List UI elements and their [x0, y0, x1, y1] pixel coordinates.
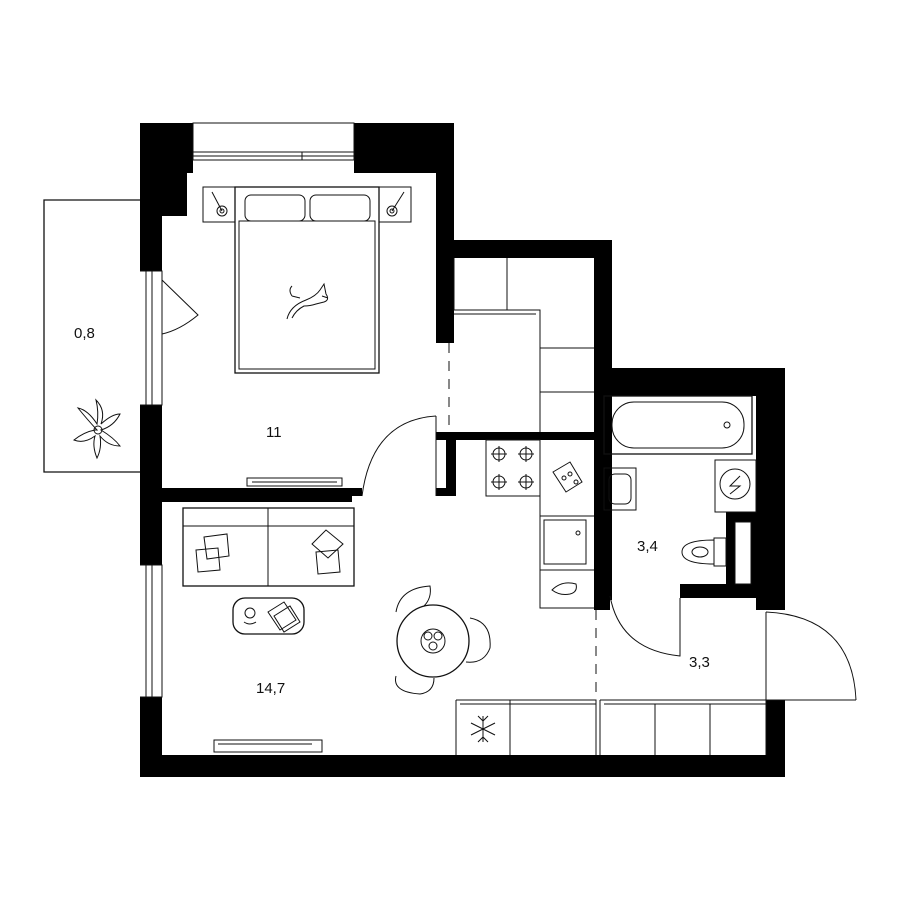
kitchen-cabinets — [453, 258, 594, 432]
tv-icon — [213, 739, 323, 753]
washing-machine-icon — [714, 459, 757, 513]
bathroom-area-label: 3,4 — [637, 538, 658, 555]
door-icon — [161, 279, 199, 335]
snowflake-icon — [470, 715, 496, 743]
coffee-table-icon — [232, 597, 305, 635]
window-icon — [140, 564, 163, 698]
window-icon — [192, 122, 355, 161]
bed-icon — [202, 186, 412, 374]
bedroom-area-label: 11 — [266, 424, 282, 441]
bathtub-icon — [603, 395, 753, 455]
door-icon — [765, 611, 857, 701]
countertop — [539, 440, 594, 609]
door-icon — [352, 415, 437, 497]
toilet-icon — [681, 537, 727, 567]
sofa-icon — [182, 507, 355, 587]
sink-icon — [603, 467, 637, 511]
drop-icon — [551, 582, 577, 595]
balcony-area-label: 0,8 — [74, 325, 95, 342]
door-icon — [609, 595, 681, 657]
sink-icon — [543, 519, 587, 565]
window-icon — [140, 270, 163, 406]
plant-icon — [73, 398, 122, 460]
tv-icon — [246, 477, 343, 487]
cat-icon — [286, 282, 329, 320]
dining-table-icon — [396, 604, 470, 678]
refrigerator — [455, 699, 597, 755]
hallway-area-label: 3,3 — [689, 654, 710, 671]
pillow-icon — [195, 529, 344, 575]
wardrobe — [599, 699, 767, 755]
balcony — [43, 199, 140, 473]
stove-icon — [485, 439, 541, 497]
living-area-label: 14,7 — [256, 680, 285, 697]
cutting-board-icon — [552, 461, 583, 493]
walls — [140, 123, 785, 777]
chair-icon — [395, 585, 491, 695]
